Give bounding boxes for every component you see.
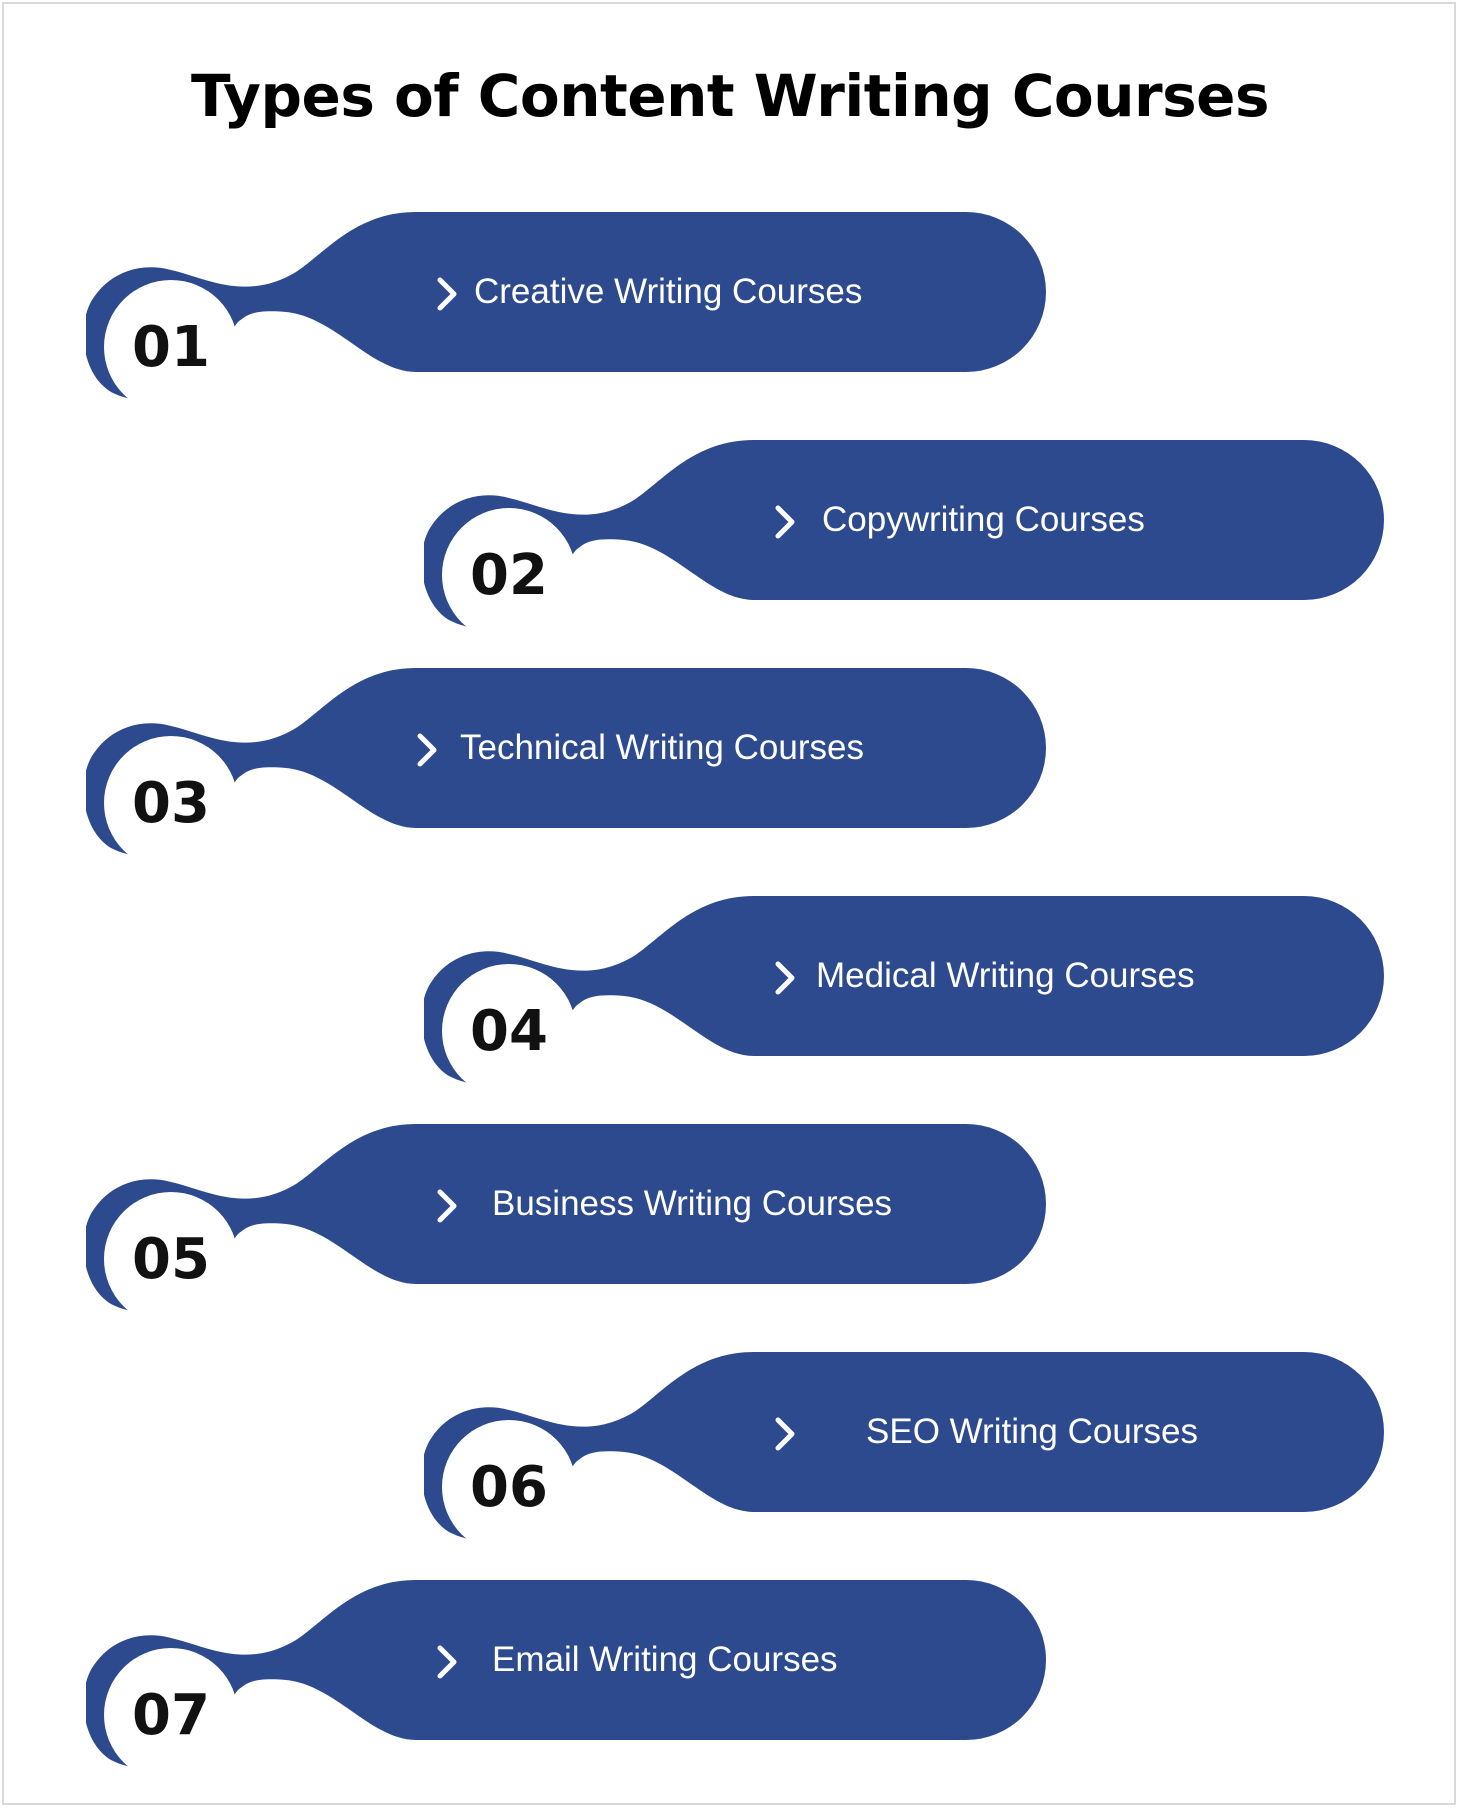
chevron-right-icon	[775, 961, 795, 995]
item-number: 01	[132, 314, 210, 380]
chevron-right-icon	[437, 1645, 457, 1679]
item-label: Copywriting Courses	[822, 500, 1145, 539]
chevron-right-icon	[417, 733, 437, 767]
chevron-right-icon	[775, 1417, 795, 1451]
course-item-6: 06 SEO Writing Courses	[424, 1352, 1384, 1552]
course-item-4: 04 Medical Writing Courses	[424, 896, 1384, 1096]
item-number: 07	[132, 1682, 210, 1748]
item-label: Creative Writing Courses	[474, 272, 863, 311]
item-number: 02	[470, 542, 548, 608]
item-number: 03	[132, 770, 210, 836]
chevron-right-icon	[437, 1189, 457, 1223]
item-label: Medical Writing Courses	[816, 956, 1195, 995]
item-number: 05	[132, 1226, 210, 1292]
chevron-right-icon	[437, 277, 457, 311]
item-label: Email Writing Courses	[492, 1640, 838, 1679]
item-label: Technical Writing Courses	[460, 728, 864, 767]
item-label: Business Writing Courses	[492, 1184, 893, 1223]
chevron-right-icon	[775, 505, 795, 539]
course-item-5: 05 Business Writing Courses	[86, 1124, 1046, 1324]
course-item-1: 01 Creative Writing Courses	[86, 212, 1046, 412]
item-number: 04	[470, 998, 548, 1064]
course-item-7: 07 Email Writing Courses	[86, 1580, 1046, 1780]
course-item-2: 02 Copywriting Courses	[424, 440, 1384, 640]
item-label: SEO Writing Courses	[866, 1412, 1198, 1451]
item-number: 06	[470, 1454, 548, 1520]
page-title: Types of Content Writing Courses	[190, 62, 1270, 130]
course-item-3: 03 Technical Writing Courses	[86, 668, 1046, 868]
